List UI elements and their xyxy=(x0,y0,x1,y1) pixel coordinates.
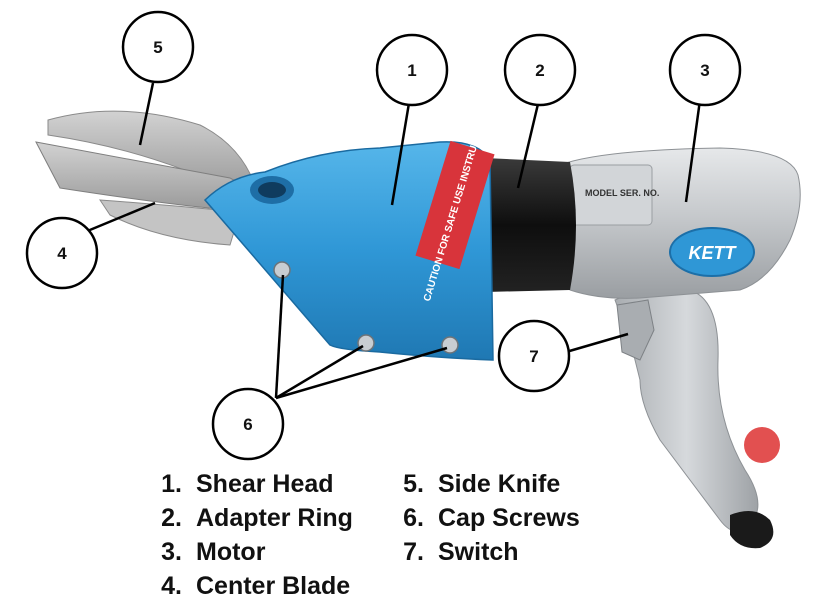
callout-5: 5 xyxy=(121,10,195,84)
handle xyxy=(614,286,780,549)
legend-column-1: 1.Shear Head 2.Adapter Ring 3.Motor 4.Ce… xyxy=(140,467,353,603)
callout-3: 3 xyxy=(668,33,742,107)
callout-1: 1 xyxy=(375,33,449,107)
side-knife xyxy=(47,110,256,193)
legend-item: 3.Motor xyxy=(161,538,266,566)
legend-item: 2.Adapter Ring xyxy=(161,504,353,532)
legend-item: 5.Side Knife xyxy=(403,470,561,498)
cap-screw xyxy=(441,336,459,354)
legend-item: 4.Center Blade xyxy=(161,572,351,600)
brand-text: KETT xyxy=(689,243,738,263)
svg-text:4: 4 xyxy=(57,244,67,263)
adapter-ring xyxy=(485,158,576,292)
switch xyxy=(616,299,655,361)
leader-lines xyxy=(84,82,702,400)
callout-4: 4 xyxy=(25,216,99,290)
svg-text:5: 5 xyxy=(153,38,162,57)
svg-text:6: 6 xyxy=(243,415,252,434)
model-plate-text: MODEL SER. NO. xyxy=(585,188,659,198)
callout-2: 2 xyxy=(503,33,577,107)
svg-text:3: 3 xyxy=(700,61,709,80)
callout-7: 7 xyxy=(497,319,571,393)
legend-item: 1.Shear Head xyxy=(161,470,334,498)
svg-text:7: 7 xyxy=(529,347,538,366)
callout-6: 6 xyxy=(211,387,285,461)
legend-column-2: 5.Side Knife 6.Cap Screws 7.Switch xyxy=(382,467,580,569)
svg-text:2: 2 xyxy=(535,61,544,80)
motor-body: MODEL SER. NO. KETT xyxy=(559,147,801,299)
brand-badge xyxy=(669,227,755,277)
red-badge xyxy=(744,427,780,463)
svg-text:1: 1 xyxy=(407,61,416,80)
legend-item: 7.Switch xyxy=(403,538,519,566)
legend-item: 6.Cap Screws xyxy=(403,504,580,532)
shear-head: CAUTION FOR SAFE USE INSTRUCTIONS xyxy=(203,108,495,361)
